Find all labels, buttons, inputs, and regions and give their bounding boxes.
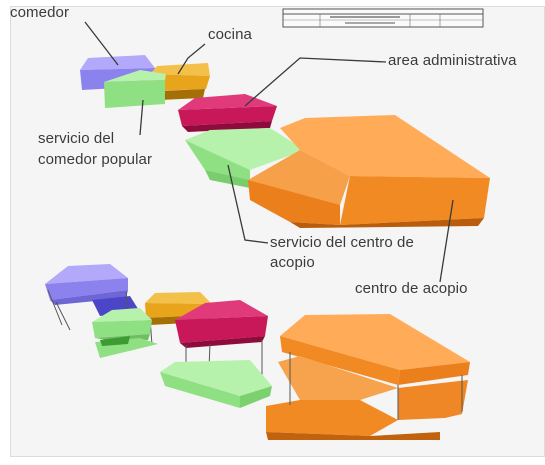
servicio-comedor-block xyxy=(104,70,166,108)
area-administrativa-block xyxy=(178,94,277,132)
leader-centro-acopio xyxy=(439,199,454,283)
leader-area-administrativa xyxy=(244,57,387,107)
centro-acopio-assembled xyxy=(266,314,470,440)
label-servicio-comedor: servicio del comedor popular xyxy=(38,130,153,168)
label-comedor: comedor xyxy=(10,4,70,21)
area-administrativa-assembled xyxy=(175,300,268,393)
label-cocina: cocina xyxy=(208,26,252,43)
leader-servicio-comedor xyxy=(139,99,144,136)
leader-lines xyxy=(84,21,454,283)
label-servicio-centro: servicio del centro de acopio xyxy=(270,234,414,271)
label-centro-acopio: centro de acopio xyxy=(355,280,468,297)
leader-comedor xyxy=(84,21,119,66)
title-block xyxy=(282,8,484,28)
centro-acopio-block xyxy=(248,115,490,228)
label-area-administrativa: area administrativa xyxy=(388,52,517,69)
servicio-comedor-assembled xyxy=(92,308,158,358)
leader-cocina xyxy=(177,43,206,75)
servicio-centro-assembled xyxy=(160,360,272,408)
leader-servicio-centro xyxy=(227,164,269,244)
servicio-centro-block xyxy=(185,128,305,188)
